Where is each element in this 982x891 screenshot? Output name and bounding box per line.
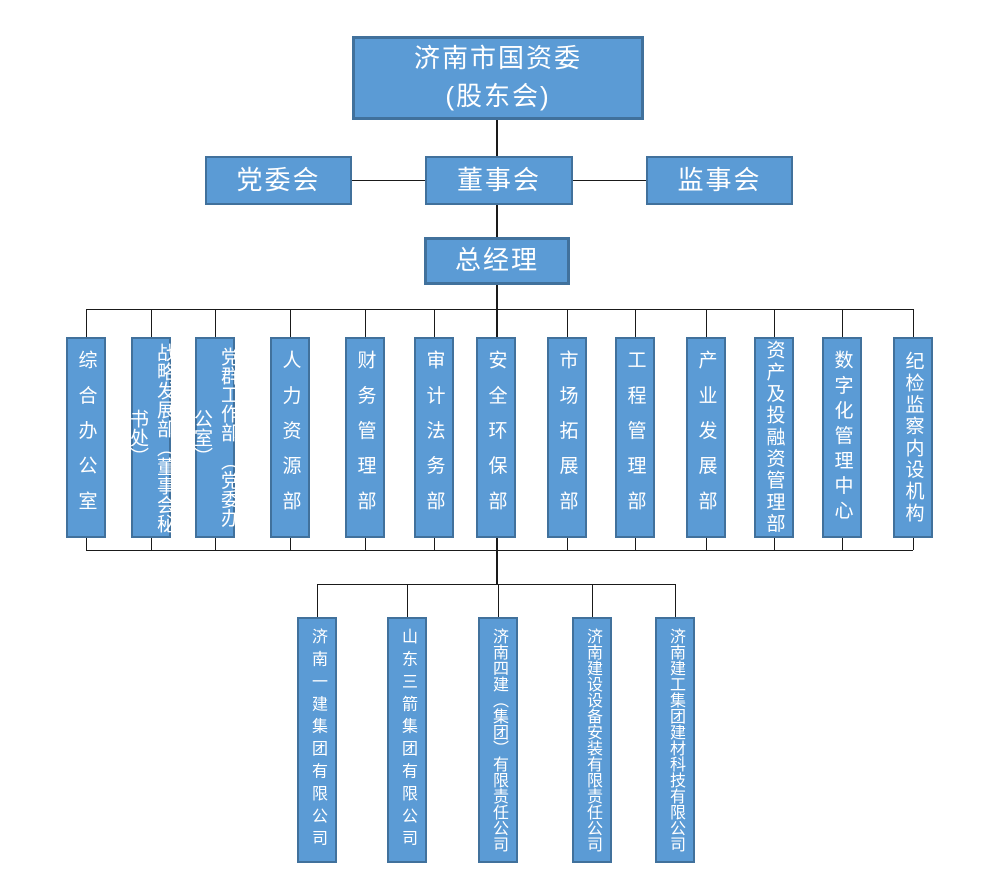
node-shareholder-line1: 济南市国资委 (413, 43, 582, 74)
connector-trunk (496, 205, 498, 237)
connector (913, 538, 914, 550)
connector (215, 309, 216, 337)
node-dept-party-mass: 党群工作部 （党委办公室） (191, 337, 239, 538)
connector-trunk (496, 309, 498, 337)
connector-trunk (496, 285, 498, 309)
node-shareholder-meeting: 济南市国资委 (股东会) (352, 36, 644, 120)
node-dept-market: 市场拓展部 (547, 337, 587, 538)
connector (86, 309, 87, 337)
node-dept-general-office: 综合办公室 (66, 337, 106, 538)
node-sub-shandong-sanjian: 山东三箭集团有限公司 (387, 617, 427, 863)
connector-trunk (496, 550, 498, 584)
connector (573, 180, 646, 181)
connector (774, 309, 775, 337)
node-shareholder-line2: (股东会) (445, 81, 551, 111)
connector (567, 309, 568, 337)
node-dept-industry: 产业发展部 (686, 337, 726, 538)
node-board-of-directors: 董事会 (425, 156, 573, 205)
node-dept-digital: 数字化管理中心 (822, 337, 862, 538)
connector-trunk (496, 120, 498, 156)
node-dept-hr: 人力资源部 (270, 337, 310, 538)
connector (407, 584, 408, 617)
connector (86, 538, 87, 550)
connector (706, 309, 707, 337)
connector (151, 538, 152, 550)
node-general-manager: 总经理 (424, 237, 570, 285)
connector (498, 584, 499, 617)
connector (215, 538, 216, 550)
connector (635, 309, 636, 337)
connector (352, 180, 425, 181)
connector (317, 584, 318, 617)
connector-bus (86, 550, 913, 551)
connector (913, 309, 914, 337)
connector (434, 538, 435, 550)
connector-bus (86, 309, 913, 310)
node-dept-safety-env: 安全环保部 (476, 337, 516, 538)
node-supervisory-board: 监事会 (646, 156, 793, 205)
node-sub-jinan-sijian: 济南四建（集团）有限责任公司 (478, 617, 518, 863)
connector (842, 309, 843, 337)
connector (842, 538, 843, 550)
node-sub-jinan-building-materials: 济南建工集团建材科技有限公司 (655, 617, 695, 863)
connector-trunk (496, 538, 498, 550)
connector (151, 309, 152, 337)
connector (675, 584, 676, 617)
connector (290, 538, 291, 550)
node-dept-asset-investment: 资产及投融资管理部 (754, 337, 794, 538)
node-dept-audit-legal: 审计法务部 (414, 337, 454, 538)
node-dept-discipline: 纪检监察内设机构 (893, 337, 933, 538)
connector (365, 538, 366, 550)
connector (567, 538, 568, 550)
connector (592, 584, 593, 617)
node-party-committee: 党委会 (205, 156, 352, 205)
node-dept-strategy: 战略发展部（董事会秘书处） (127, 337, 175, 538)
connector-bus (317, 584, 675, 585)
connector (706, 538, 707, 550)
connector (290, 309, 291, 337)
node-sub-jinan-equipment-install: 济南建设设备安装有限责任公司 (572, 617, 612, 863)
node-dept-engineering: 工程管理部 (615, 337, 655, 538)
connector (434, 309, 435, 337)
connector (635, 538, 636, 550)
node-sub-jinan-yijian: 济南一建集团有限公司 (297, 617, 337, 863)
connector (774, 538, 775, 550)
node-dept-finance: 财务管理部 (345, 337, 385, 538)
connector (365, 309, 366, 337)
